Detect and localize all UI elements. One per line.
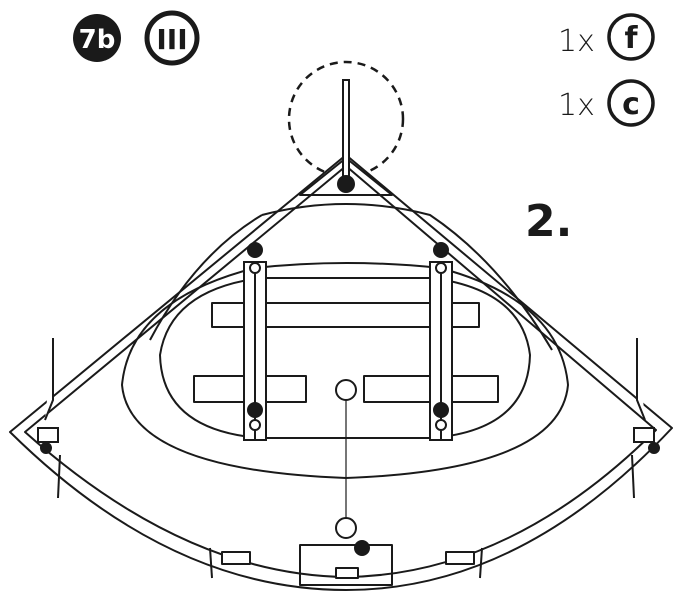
variant-badge-icon: III <box>144 10 200 66</box>
step-badge-label: 7b <box>79 25 116 55</box>
part-circle-icon <box>607 13 655 61</box>
corner-bathtub-illustration <box>9 154 673 591</box>
part-label: f <box>624 21 638 56</box>
adjustable-foot-icon <box>37 338 59 454</box>
parts-list: 1x f 1x c <box>558 13 655 127</box>
step-badge-icon: 7b <box>73 14 121 62</box>
substep-number: 2. <box>525 196 572 247</box>
part-quantity: 1x <box>558 24 595 59</box>
part-quantity: 1x <box>558 88 595 123</box>
variant-badge-label: III <box>156 23 187 56</box>
mounting-rail-icon <box>429 242 453 441</box>
adjustable-foot-icon <box>337 79 355 193</box>
adjustable-foot-icon <box>633 338 660 454</box>
part-label: c <box>622 87 640 122</box>
part-circle-icon <box>607 79 655 127</box>
part-row-c: 1x c <box>558 79 655 127</box>
part-row-f: 1x f <box>558 13 655 61</box>
mounting-rail-icon <box>243 242 267 441</box>
adjustable-foot-icon <box>354 540 370 556</box>
